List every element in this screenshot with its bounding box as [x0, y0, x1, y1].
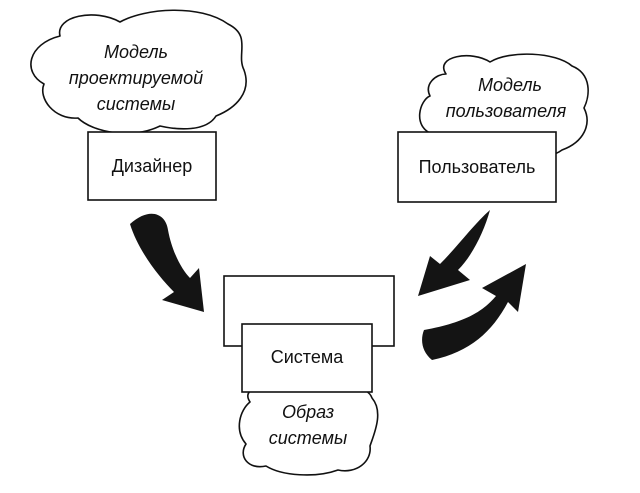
user-box: Пользователь [397, 131, 557, 203]
system-to-user-arrow [422, 264, 526, 360]
designer-model-line-3: системы [97, 94, 175, 114]
designer-model-cloud: Модель проектируемой системы [30, 9, 247, 135]
system-box-label: Система [271, 347, 344, 367]
designer-model-line-2: проектируемой [69, 68, 203, 88]
designer-model-cloud-shape [30, 9, 247, 135]
designer-to-system-arrow [130, 213, 204, 312]
user-to-system-arrow [418, 210, 490, 296]
designer-box-frame [87, 131, 217, 201]
system-image-line-1: Образ [282, 402, 334, 422]
designer-box-label: Дизайнер [112, 156, 193, 176]
designer-model-line-1: Модель [104, 42, 168, 62]
system-box-frame [241, 323, 373, 393]
user-box-frame [397, 131, 557, 203]
user-model-line-2: пользователя [446, 101, 567, 121]
system-image-line-2: системы [269, 428, 347, 448]
system-image-cloud: Образ системы [238, 382, 379, 476]
user-model-line-1: Модель [478, 75, 542, 95]
designer-box: Дизайнер [87, 131, 217, 201]
system-box: Система [241, 323, 373, 393]
user-box-label: Пользователь [419, 157, 536, 177]
